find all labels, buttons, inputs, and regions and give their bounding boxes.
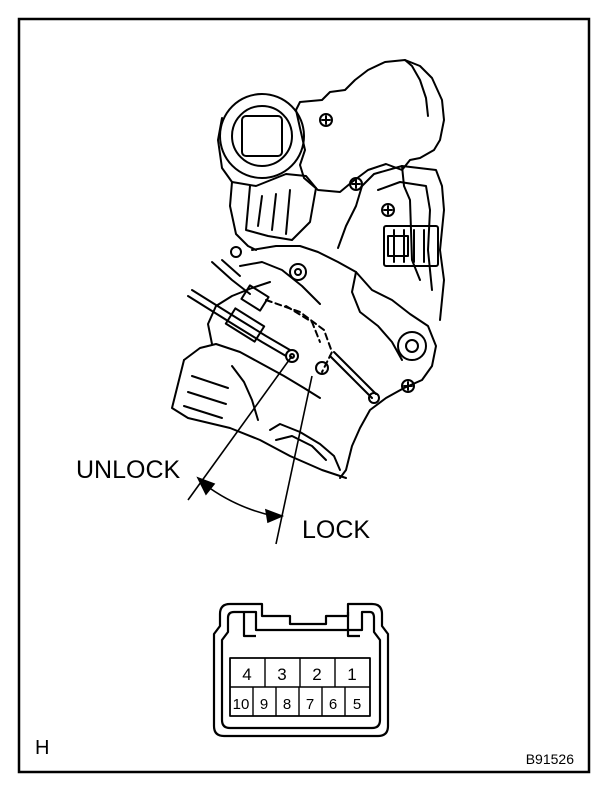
pin-6: 6 bbox=[329, 696, 337, 713]
figure-code: B91526 bbox=[526, 751, 574, 767]
connector-latch bbox=[242, 612, 360, 638]
unlock-reference-line bbox=[187, 355, 293, 501]
arrowhead-unlock bbox=[196, 476, 216, 496]
pin-1: 1 bbox=[347, 665, 356, 684]
pin-10: 10 bbox=[233, 696, 250, 713]
pin-7: 7 bbox=[306, 696, 314, 713]
rotation-arc bbox=[203, 483, 275, 517]
connector-face bbox=[212, 602, 390, 738]
pin-4: 4 bbox=[242, 665, 251, 684]
arrowhead-lock bbox=[264, 508, 285, 524]
pin-8: 8 bbox=[283, 696, 291, 713]
pin-9: 9 bbox=[260, 696, 268, 713]
connector-housing-inner bbox=[220, 610, 382, 730]
pin-3: 3 bbox=[277, 665, 286, 684]
rotation-indicator bbox=[187, 355, 313, 545]
connector-housing-outer bbox=[212, 602, 390, 738]
pin-2: 2 bbox=[312, 665, 321, 684]
outer-border bbox=[17, 17, 591, 774]
pin-5: 5 bbox=[353, 696, 361, 713]
unlock-label: UNLOCK bbox=[76, 456, 181, 484]
lock-label: LOCK bbox=[302, 516, 370, 544]
door-lock-assembly bbox=[171, 59, 445, 479]
corner-label: H bbox=[35, 737, 49, 759]
